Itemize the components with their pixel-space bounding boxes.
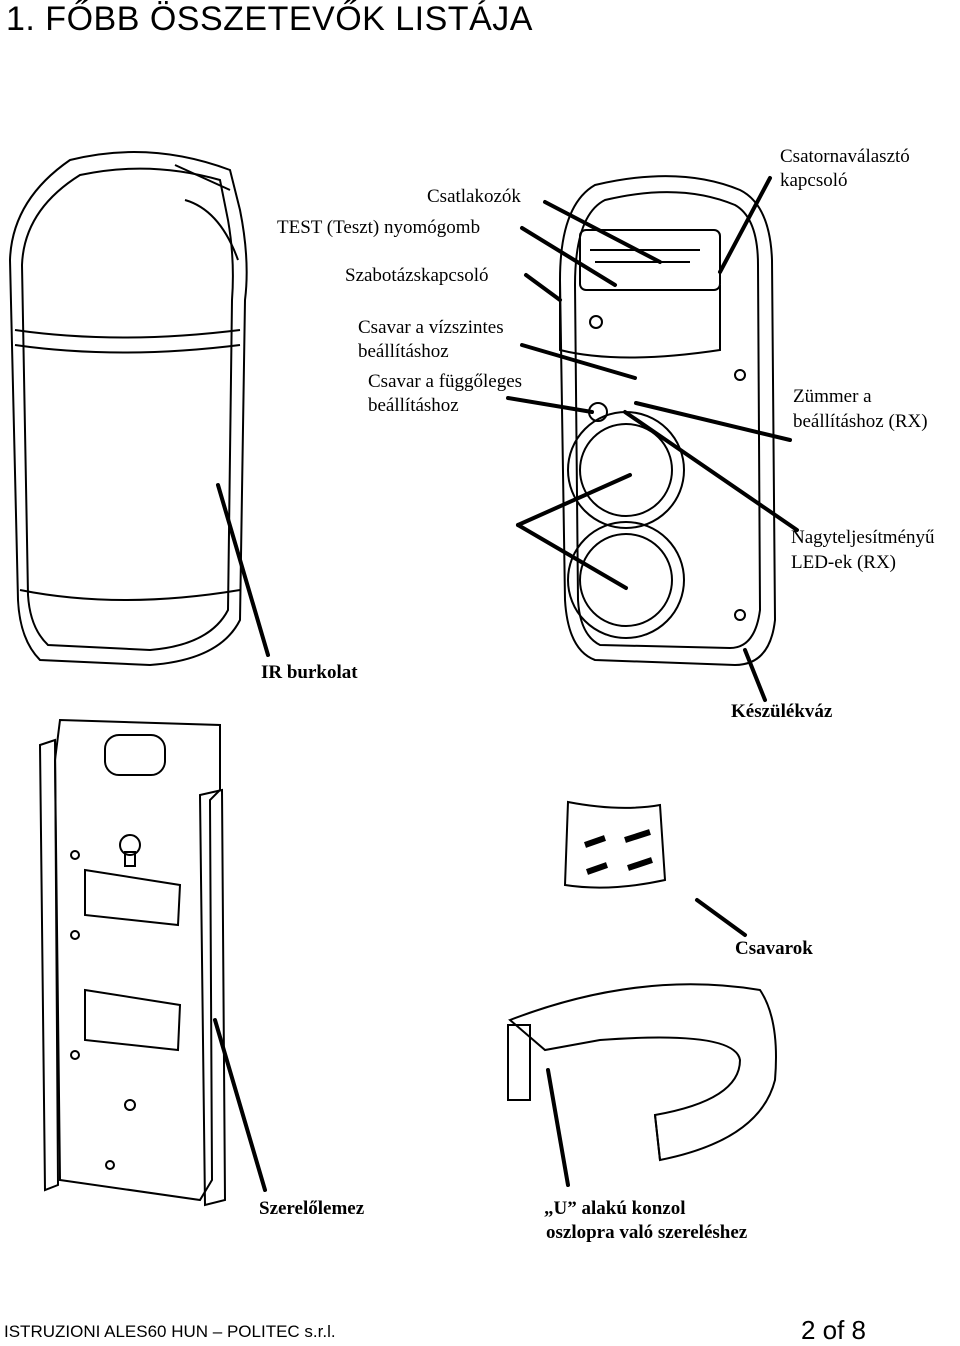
housing-drawing [558,175,777,667]
label-vertical-screw-line2: beállításhoz [368,395,459,416]
label-ir-cover: IR burkolat [261,662,358,683]
label-tamper-switch: Szabotázskapcsoló [345,265,489,286]
label-screws: Csavarok [735,938,813,959]
label-channel-selector-line2: kapcsoló [780,170,848,191]
footer-document-id: ISTRUZIONI ALES60 HUN – POLITEC s.r.l. [4,1322,336,1341]
label-test-button: TEST (Teszt) nyomógomb [277,217,481,238]
label-vertical-screw-line1: Csavar a függőleges [368,371,523,392]
label-horizontal-screw-line2: beállításhoz [358,341,449,362]
label-horizontal-screw-line1: Csavar a vízszintes [358,317,504,338]
label-housing: Készülékváz [731,701,833,722]
label-channel-selector-line1: Csatornaválasztó [780,146,910,167]
label-u-bracket-line1: „U” alakú konzol [544,1198,686,1219]
leader-lines [213,176,799,1192]
footer-page-number: 2 of 8 [800,1315,866,1345]
screws-drawing [563,800,667,889]
label-leds-line2: LED-ek (RX) [791,552,896,573]
label-mounting-plate: Szerelőlemez [259,1198,365,1219]
ir-cover-drawing [8,151,248,667]
mounting-plate-drawing [38,718,227,1207]
u-bracket-drawing [507,983,777,1162]
label-leds-line1: Nagyteljesítményű [791,527,935,548]
page-title: 1. FŐBB ÖSSZETEVŐK LISTÁJA [6,0,533,38]
label-u-bracket-line2: oszlopra való szereléshez [546,1222,748,1243]
label-connectors: Csatlakozók [427,186,521,207]
label-buzzer-line1: Zümmer a [793,386,872,407]
label-buzzer-line2: beállításhoz (RX) [793,411,928,432]
